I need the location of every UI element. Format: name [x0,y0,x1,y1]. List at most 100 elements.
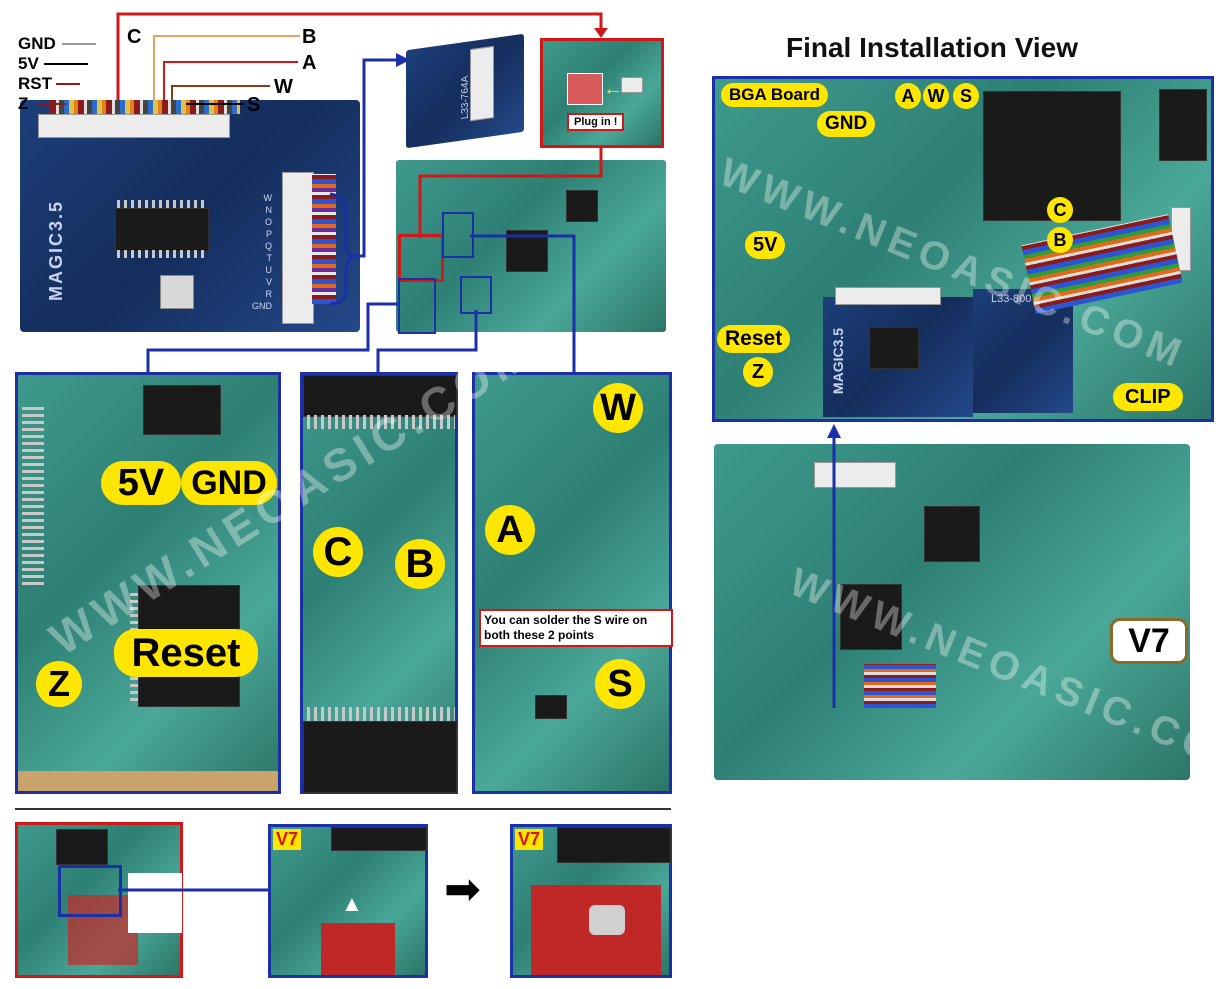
mainboard-ribbon [864,664,936,708]
j2-brace [329,192,355,306]
regulator-chip [143,385,221,435]
blue-up-arrow-head [827,424,841,438]
j2-pin-label: T [266,253,273,263]
label-b: B [395,539,445,589]
label-w: W [593,383,643,433]
blue-connector-line [348,58,402,258]
wire-label-gnd: GND [18,34,56,53]
detail-panel-was: W A You can solder the S wire on both th… [472,372,673,794]
wire-label-c: C [127,26,142,48]
final-board-code: L33-800 [991,293,1032,305]
zoom-flex [321,923,395,975]
blue-line-left-panel [146,302,400,372]
pcb-bottom-strip [18,771,278,791]
modchip-j1-connector [38,114,230,138]
wire-label-b: B [302,26,317,48]
wire-label-5v: 5V [18,54,39,73]
mainboard-connector [814,462,896,488]
wire-label-z: Z [18,94,29,113]
v7-tag-1: V7 [273,829,302,850]
section-divider [15,808,671,810]
tsop-chip-bottom [303,721,457,793]
edge-connector [22,405,44,585]
label-z: Z [36,661,82,707]
s-wire-note: You can solder the S wire on both these … [479,609,673,647]
leader-a [163,61,298,100]
final-label-clip: CLIP [1113,383,1183,411]
blue-arrow-head [396,53,410,67]
label-a: A [485,505,535,555]
board-version-badge: V7 [1110,618,1188,664]
v7-tag-2: V7 [515,829,544,850]
wire-label-s: S [247,94,261,116]
tsop-pins-bottom [307,707,455,721]
red-connector-line-2 [418,148,603,238]
modchip-board-photo: MAGIC3.5 W N O P Q T U V R GND [20,100,360,332]
wire-label-rst: RST [18,74,52,93]
solder-blob [589,905,625,935]
final-modchip-ic [869,327,919,369]
final-modchip: MAGIC3.5 [823,297,973,417]
plug-cable [621,77,643,93]
final-label-reset: Reset [717,325,791,353]
detail-panel-cb: C B [300,372,458,794]
red-connector-line [116,12,603,100]
final-label-s: S [953,83,979,109]
final-installation-photo: MAGIC3.5 L33-800 BGA Board GND A W S C B… [712,76,1214,422]
zoom-chip [331,827,427,851]
final-label-bga: BGA Board [721,83,828,107]
label-5v: 5V [101,461,181,505]
j2-pin-label: O [264,217,272,227]
overview-white-area [128,873,182,933]
final-label-a: A [895,83,921,109]
j2-pin-label: N [265,205,273,215]
thumb-highlight-blue-2 [398,278,436,334]
final-label-w: W [923,83,949,109]
blue-line-right-panel [470,234,576,372]
mainboard-chip-1 [840,584,902,650]
zoom-up-arrow-icon: ▲ [341,891,363,916]
final-connector-top [835,287,941,305]
final-clip-board: L33-800 [973,289,1073,413]
leader-w [171,85,270,100]
final-label-b: B [1047,227,1073,253]
plug-in-inset: ← Plug in ! [540,38,664,148]
label-gnd: GND [181,461,277,505]
plug-in-note: Plug in ! [567,113,625,131]
ps2-mainboard-full: V7 [714,444,1190,780]
label-s: S [595,659,645,709]
j2-pin-label: W [263,193,273,203]
final-label-z: Z [743,357,773,387]
j2-pin-label: U [265,265,273,275]
right-arrow-icon: ➡ [444,865,481,914]
plug-socket [567,73,603,105]
label-reset: Reset [114,629,258,677]
modchip-ic-pins-bottom [117,250,207,258]
small-ic [535,695,567,719]
final-right-chip [1159,89,1207,161]
overview-chip [56,829,108,865]
j2-pin-label: Q [264,241,272,251]
ps2-mainboard-thumbnail [396,160,666,334]
blue-line-mid-panel [376,310,478,372]
thumb-chip-2 [566,190,598,222]
final-label-5v: 5V [745,231,786,259]
detail-panel-power: 5V GND Reset Z [15,372,281,794]
modchip-j2-pin-labels: W N O P Q T U V R GND [232,192,272,312]
zoom-chip-after [557,827,671,863]
j2-pin-label: P [265,229,272,239]
bottom-board-overview [15,822,183,978]
bottom-zoom-v7-after: V7 [510,824,672,978]
bottom-zoom-v7-before: V7 ▲ [268,824,428,978]
j2-pin-label: V [265,277,272,287]
final-label-gnd: GND [817,111,876,137]
page-title: Final Installation View [786,32,1078,63]
final-label-c: C [1047,197,1073,223]
label-c: C [313,527,363,577]
overview-flex-cable [68,895,138,965]
j2-pin-label: R [265,289,273,299]
plug-arrow-icon: ← [603,78,623,100]
leader-b [153,35,300,100]
wire-label-a: A [302,52,317,74]
